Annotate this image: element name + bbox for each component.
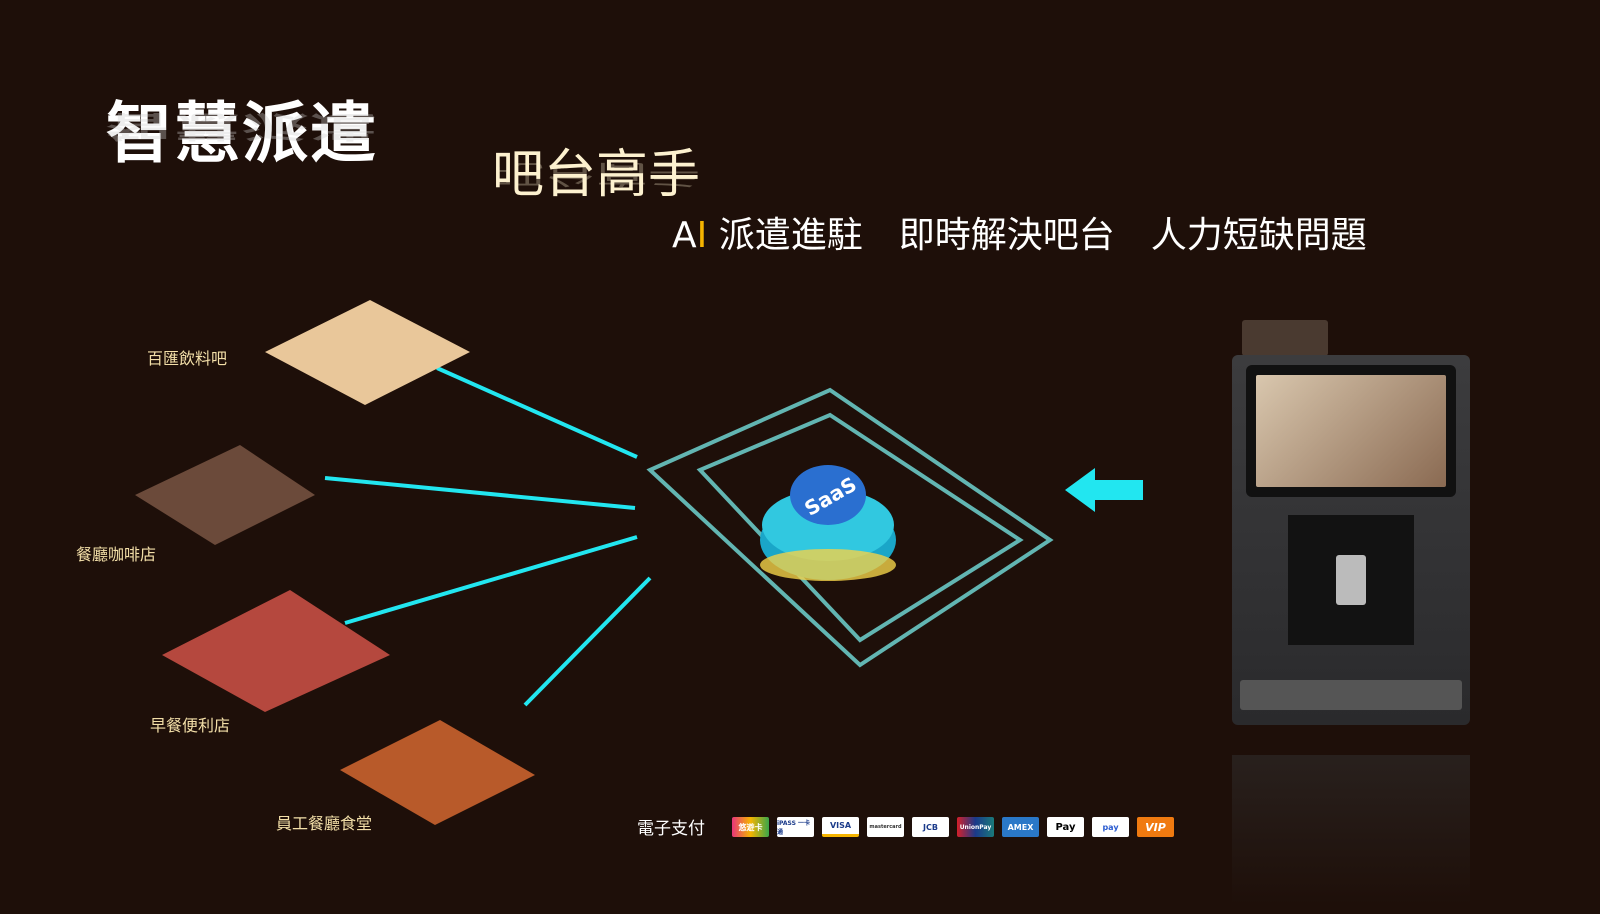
cafe-scene xyxy=(135,445,315,545)
subtitle: 吧台高手 xyxy=(492,145,701,205)
ipass-icon: iPASS 一卡通 xyxy=(777,817,814,837)
venue-floors xyxy=(135,300,535,825)
bean-hopper xyxy=(1242,320,1328,356)
tagline: AI 派遣進駐 即時解決吧台 人力短缺問題 xyxy=(672,206,1367,258)
jcb-icon: JCB xyxy=(912,817,949,837)
drink-bar-scene xyxy=(265,300,470,405)
venue-label: 員工餐廳食堂 xyxy=(276,814,373,833)
coffee-machine xyxy=(1232,355,1470,725)
payment-methods: 悠遊卡 iPASS 一卡通 VISA mastercard JCB UnionP… xyxy=(732,817,1174,837)
saas-hub-icon xyxy=(760,465,896,581)
easycard-icon: 悠遊卡 xyxy=(732,817,769,837)
venue-label: 餐廳咖啡店 xyxy=(76,545,157,564)
connector-line xyxy=(436,366,638,459)
machine-touchscreen xyxy=(1246,365,1456,497)
spout xyxy=(1336,555,1366,605)
arrow-left-icon xyxy=(1065,468,1143,512)
machine-reflection xyxy=(1232,755,1470,905)
unionpay-icon: UnionPay xyxy=(957,817,994,837)
apple-pay-icon: Pay xyxy=(1047,817,1084,837)
venue-label: 百匯飲料吧 xyxy=(147,349,228,368)
breakfast-store-scene xyxy=(162,590,390,712)
payment-label: 電子支付 xyxy=(637,819,705,839)
venue-label: 早餐便利店 xyxy=(150,716,231,735)
connector-line xyxy=(523,576,652,707)
cafeteria-scene xyxy=(340,720,535,825)
tagline-ai-i: I xyxy=(696,215,708,256)
page-title: 智慧派遣 xyxy=(106,95,378,172)
visa-icon: VISA xyxy=(822,817,859,837)
connector-line xyxy=(324,476,636,510)
tagline-ai-a: A xyxy=(672,215,697,256)
tagline-text: 派遣進駐 即時解決吧台 人力短缺問題 xyxy=(707,215,1367,256)
samsung-pay-icon: pay xyxy=(1092,817,1129,837)
amex-icon: AMEX xyxy=(1002,817,1039,837)
dispenser-area xyxy=(1288,515,1414,645)
drip-tray xyxy=(1240,680,1462,710)
saas-network-illustration xyxy=(646,387,1054,668)
mastercard-icon: mastercard xyxy=(867,817,904,837)
connector-line xyxy=(344,535,638,625)
vip-icon: VIP xyxy=(1137,817,1174,837)
